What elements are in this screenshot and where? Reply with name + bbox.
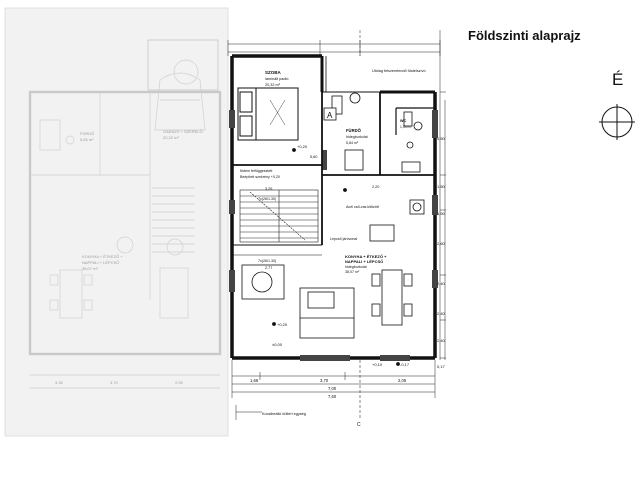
right-dimension-lines [440, 91, 446, 359]
lower-level: -0,17 [400, 362, 410, 367]
living-label-2: NAPPALI + LÉPCSŐ [345, 259, 383, 264]
living-level: +0,20 [277, 322, 288, 327]
dim-v-5: 0,17 [437, 364, 446, 369]
top-dimension-lines [227, 40, 441, 56]
bathroom-fixtures [331, 92, 423, 173]
neighbor-stair [152, 187, 195, 253]
wc-label: WC [400, 119, 407, 123]
bedroom-note: Beépített szekrény +0,20 [240, 175, 280, 179]
steel-pillar-note: Acél cső-vas kitűzött [346, 205, 379, 209]
dim-h-8: 2,77 [265, 266, 272, 270]
dim-h-7: 3,25 [265, 187, 272, 191]
floor-level: ±0,00 [272, 342, 283, 347]
smoke-extract-note: Utólag felszerelendő füstelszívó [372, 69, 426, 73]
neighbor-living-label: KONYHA + ÉTKEZŐ + [82, 254, 123, 259]
wall-hatch [229, 110, 438, 361]
sofa [299, 287, 355, 339]
neighbor-living-area: 38,07 m² [82, 266, 98, 271]
dim-v-4: 2,40 [437, 311, 446, 316]
section-c-letter: C [357, 422, 361, 428]
neighbor-labels: FÜRDŐ 5,84 m² GARÁZS + SZERELŐ 20,32 m² … [55, 129, 203, 385]
dim-h-0: 1,65 [250, 378, 259, 383]
neighbor-bath-label: FÜRDŐ [80, 131, 94, 136]
bed [237, 87, 299, 141]
exterior-walls [230, 54, 437, 360]
neighbor-living-label2: NAPPALI + LÉPCSŐ [82, 260, 119, 265]
dim-h-3: 7,00 [328, 386, 337, 391]
dim-h-2: 2,05 [398, 378, 407, 383]
stair-dim-1: 7x(26/1.30) [258, 197, 276, 201]
bathroom-area: 5,84 m² [346, 141, 359, 145]
staircase [239, 189, 319, 243]
interior-walls [232, 92, 435, 256]
dim-h-9: 5,60 [310, 155, 317, 159]
bathroom-label: FÜRDŐ [346, 128, 362, 133]
dim-v-3: 2,40 [437, 281, 446, 286]
neighbor-dim-3: 2,05 [175, 380, 184, 385]
north-arrow-icon [599, 104, 635, 140]
neighbor-unit-ghost [4, 7, 229, 437]
living-area: 38,07 m² [345, 270, 360, 274]
bedroom-area: 20,32 m² [265, 83, 281, 87]
axis-lines [359, 30, 446, 360]
living-furniture [241, 199, 425, 339]
dim-v-7: 2,40 [437, 338, 446, 343]
bedroom-floor: laminált padló [265, 77, 288, 81]
neighbor-overlay [4, 7, 229, 437]
north-label: É [612, 70, 624, 89]
main-labels: SZOBA laminált padló 20,32 m² FÜRDŐ hide… [240, 69, 446, 416]
neighbor-garage-area: 20,32 m² [163, 135, 179, 140]
level-markers [272, 148, 400, 366]
section-marker-c: C [357, 360, 361, 428]
section-a-letter: A [327, 111, 333, 120]
dining-table [381, 269, 403, 326]
slab-level: +0,20 [297, 144, 308, 149]
neighbor-garage-label: GARÁZS + SZERELŐ [163, 129, 203, 134]
bedroom-label: SZOBA [265, 70, 282, 75]
lower-note: Kocsibeálló kültéri egység [262, 412, 306, 416]
bathroom-sub: hidegburkolat [346, 135, 368, 139]
stair-note: Lépcső járóvonal [330, 237, 357, 241]
step-level: +0,10 [372, 362, 383, 367]
drawing-title: Földszinti alaprajz [468, 28, 581, 43]
neighbor-dim-1: 3,35 [55, 380, 64, 385]
dim-v-1: 1,50 [437, 211, 446, 216]
living-label: KONYHA + ÉTKEZŐ + [345, 254, 387, 259]
stair-dim-2: 7x(26/1.30) [258, 259, 276, 263]
wc-area: 1,54 m² [400, 125, 412, 129]
neighbor-dim-2: 3,70 [110, 380, 119, 385]
dim-h-10: 2,20 [372, 185, 379, 189]
bottom-dimension-lines [231, 360, 436, 420]
dim-h-4: 7,60 [328, 394, 337, 399]
dim-v-6: 1,50 [437, 184, 446, 189]
neighbor-bath-area: 5,84 m² [80, 137, 94, 142]
section-marker-a: A [323, 107, 337, 121]
dim-h-1: 3,70 [320, 378, 329, 383]
dim-v-2: 2,60 [437, 241, 446, 246]
upper-frame-note: födém felfüggesztett [240, 169, 272, 173]
neighbor-car [154, 59, 206, 131]
dim-v-0: 4,50 [437, 136, 446, 141]
living-floor: hidegburkolat [345, 265, 367, 269]
